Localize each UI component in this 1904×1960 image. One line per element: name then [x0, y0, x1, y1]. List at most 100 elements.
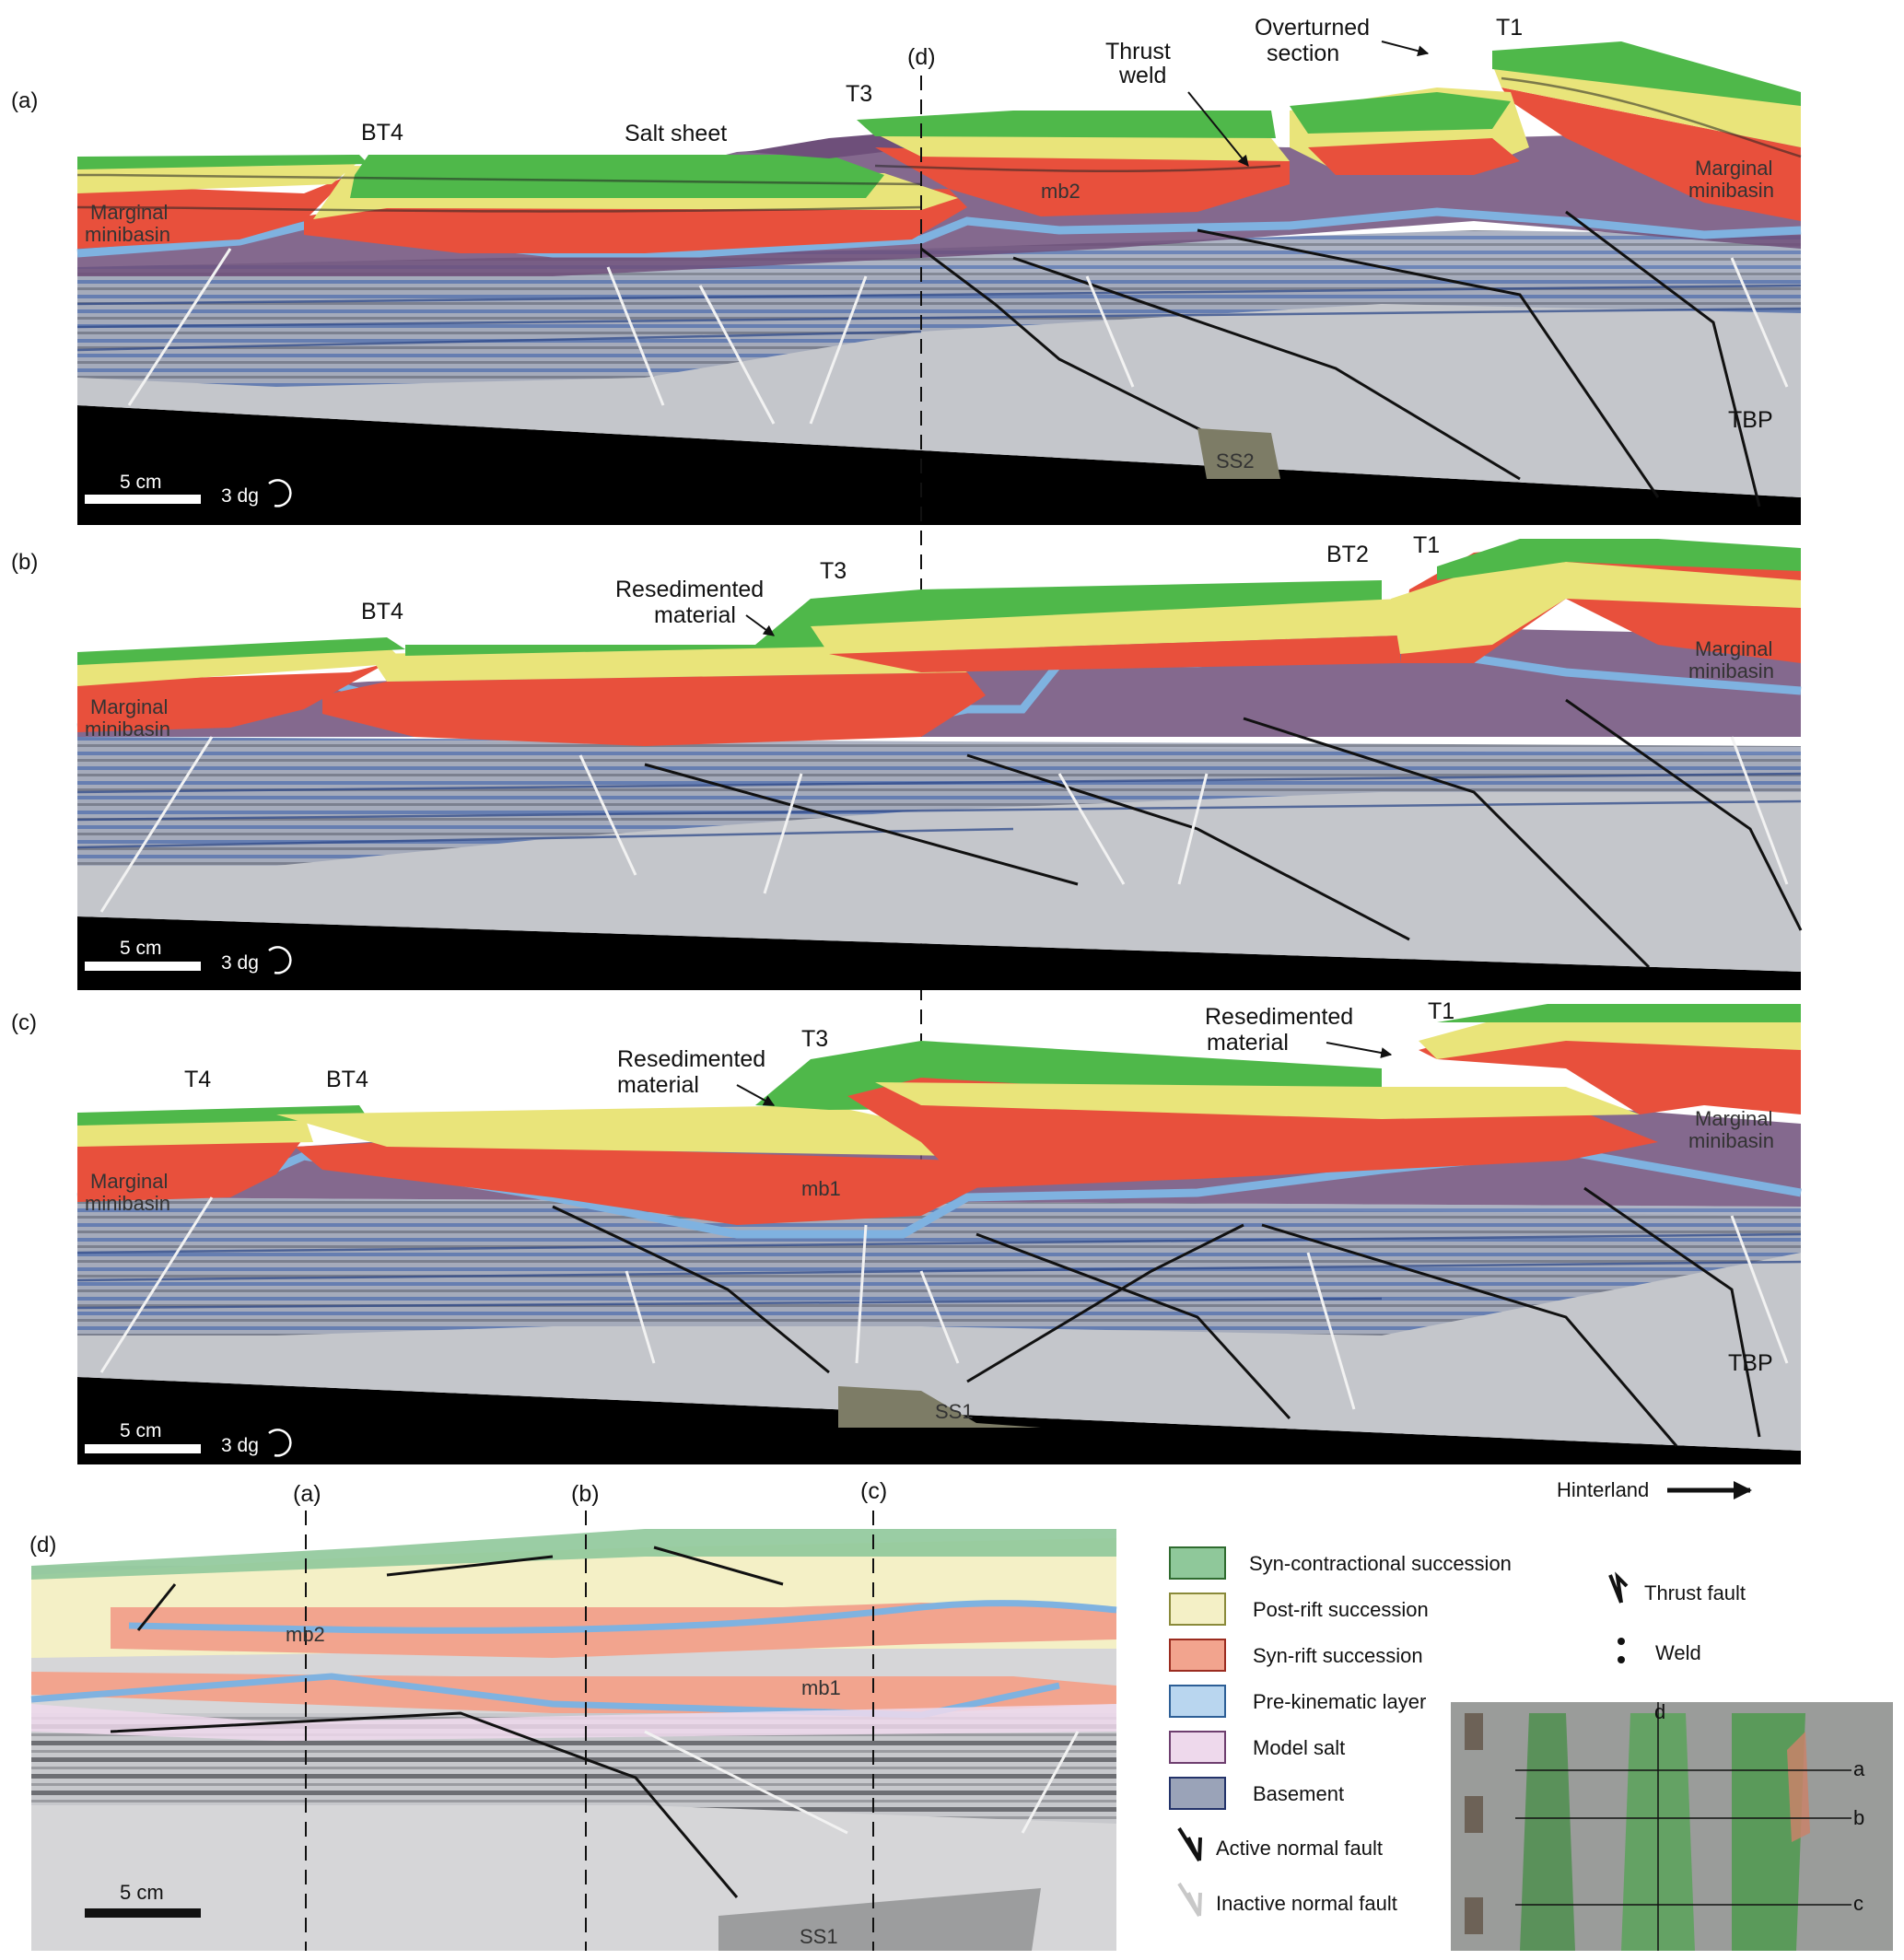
panel-c-fault-3: [975, 1232, 1291, 1420]
legend-label-post-rift: Post-rift succession: [1253, 1598, 1429, 1621]
panel-a-salt-sheet-label: Salt sheet: [625, 121, 727, 146]
panel-a-mb2-label: mb2: [1041, 180, 1080, 203]
panel-a-bt4-label: BT4: [361, 120, 403, 146]
panel-b-left-postrift: [77, 645, 405, 686]
panel-b-floor: [77, 916, 1801, 990]
legend-label-basement: Basement: [1253, 1782, 1344, 1805]
panel-a-overturned-green: [1290, 92, 1511, 134]
mr-c-1: Marginal: [1695, 1107, 1772, 1130]
legend-inactive-fault-icon: [1177, 1882, 1202, 1918]
panel-d-letter: (d): [29, 1533, 56, 1558]
panel-c-tbp-label: TBP: [1728, 1350, 1773, 1376]
panel-b-bt4-label: BT4: [361, 599, 403, 624]
panel-b-mb-postrift: [368, 645, 967, 682]
panel-c-left-green: [77, 1105, 368, 1126]
panel-d-ss1: [718, 1888, 1041, 1951]
panel-a-t1-synrift: [1501, 88, 1801, 221]
panel-a-ss2: [1197, 428, 1280, 479]
panel-c-mb1-postrift: [276, 1105, 958, 1156]
res-b-1: Resedimented: [615, 577, 764, 602]
panel-c-fault-2: [966, 1223, 1244, 1383]
panel-b-t3-postrift: [811, 599, 1400, 654]
panel-d-mb2-label: mb2: [286, 1623, 325, 1646]
legend-label-thrust-fault: Thrust fault: [1644, 1581, 1746, 1604]
res-b-2: material: [654, 602, 736, 628]
panel-d-basement: [31, 1713, 1116, 1824]
legend-active-fault-icon: [1177, 1826, 1202, 1862]
inset-letter-a: a: [1853, 1757, 1865, 1780]
thrust-weld-line2: weld: [1118, 63, 1166, 88]
inset-map: d a b c: [1451, 1700, 1893, 1951]
ml-c-2: minibasin: [85, 1192, 170, 1215]
thrust-weld-line1: Thrust: [1105, 39, 1171, 64]
panel-c-mb1-synrift: [295, 1142, 995, 1225]
panel-c-rotation-label: 3 dg: [221, 1435, 259, 1456]
res-c1-2: material: [617, 1072, 699, 1098]
panel-c-t1-green: [1437, 1004, 1801, 1022]
legend-label-pre-kinematic: Pre-kinematic layer: [1253, 1690, 1426, 1713]
res-c1-1: Resedimented: [617, 1046, 765, 1072]
panel-b-t1-green: [1437, 539, 1801, 580]
panel-a-scale-bar: [85, 495, 201, 504]
panel-b-scale-label: 5 cm: [120, 938, 162, 959]
panel-a-mb2-postrift: [875, 134, 1290, 161]
panel-c-fault-1: [552, 1205, 830, 1374]
panel-c-t1-label: T1: [1428, 998, 1454, 1024]
panel-a-thrust-fault-2: [1012, 256, 1521, 481]
ml-c-1: Marginal: [90, 1170, 168, 1193]
panel-b-fault-4: [1565, 698, 1803, 931]
panel-a-t1-syncontraction: [1492, 41, 1801, 106]
legend-swatch-syn-rift: [1169, 1639, 1226, 1672]
panel-d-scale-bar: [85, 1908, 201, 1918]
panel-d-green-top: [31, 1529, 1116, 1580]
legend-label-active-fault: Active normal fault: [1216, 1837, 1383, 1860]
panel-d-thrust-2: [386, 1555, 554, 1577]
panel-c-scale-bar: [85, 1444, 201, 1453]
legend-swatch-post-rift: [1169, 1592, 1226, 1626]
legend-weld-icon-dot2: [1618, 1656, 1625, 1663]
inset-letter-d: d: [1654, 1700, 1665, 1723]
legend-swatch-basement: [1169, 1777, 1226, 1810]
mr-b-1: Marginal: [1695, 637, 1772, 660]
panel-c-basement: [77, 1197, 1801, 1336]
ml-b-2: minibasin: [85, 718, 170, 741]
panel-b-fault-2: [966, 753, 1410, 941]
res-c2-2: material: [1207, 1030, 1289, 1056]
panel-c-fault-4: [1261, 1223, 1678, 1447]
panel-a-overturned-red: [1308, 138, 1520, 175]
panel-c-fault-5: [1583, 1186, 1761, 1438]
ml-a-1: Marginal: [90, 201, 168, 224]
panel-c-mb1-label: mb1: [801, 1177, 841, 1200]
panel-d-thrust-4: [136, 1583, 177, 1631]
legend-label-syn-contractional: Syn-contractional succession: [1249, 1552, 1512, 1575]
hinterland-label: Hinterland: [1557, 1478, 1649, 1501]
panel-a-d-marker: (d): [907, 44, 936, 70]
legend-swatch-pre-kinematic: [1169, 1685, 1226, 1718]
panel-d-marker-b: (b): [571, 1481, 600, 1507]
panel-a-thrust-fault-4: [1565, 210, 1761, 508]
legend-label-model-salt: Model salt: [1253, 1736, 1345, 1759]
panel-d-marker-c: (c): [860, 1478, 887, 1504]
panel-a-ss2-label: SS2: [1216, 449, 1255, 472]
panel-c-t1-yellow: [1419, 1013, 1801, 1059]
panel-a-scale-label: 5 cm: [120, 472, 162, 493]
panel-d-blue-band-2: [30, 1673, 1060, 1719]
panel-a-thrust-fault-1: [920, 247, 1208, 435]
panel-c-t3-label: T3: [801, 1026, 828, 1052]
legend-label-weld: Weld: [1655, 1641, 1701, 1664]
legend-thrust-fault-icon: [1608, 1571, 1629, 1604]
panel-c-letter: (c): [11, 1010, 37, 1035]
panel-d-thrust-3: [653, 1546, 784, 1586]
panel-b-rotation-label: 3 dg: [221, 952, 259, 974]
panel-d-mb1-red: [31, 1672, 1116, 1713]
overturned-line1: Overturned: [1255, 15, 1370, 41]
